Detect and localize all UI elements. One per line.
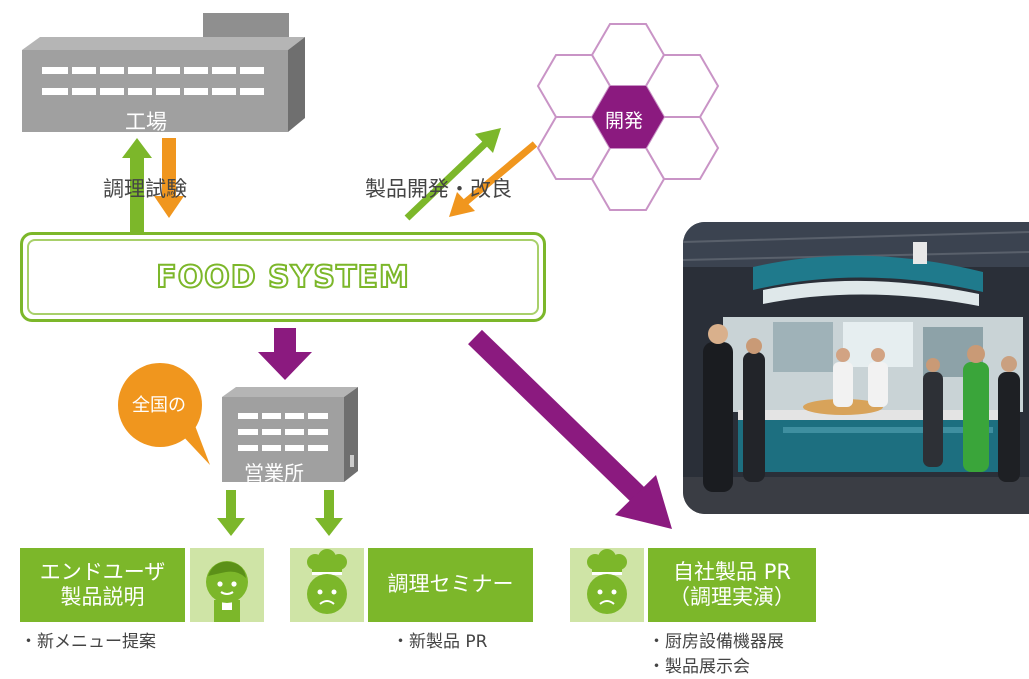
person-icon (206, 561, 248, 622)
chef-icon (307, 549, 347, 614)
pr-face-box (570, 548, 644, 622)
exhibition-photo (683, 222, 1029, 514)
chef-icon (587, 549, 627, 614)
enduser-line1: エンドユーザ (39, 559, 166, 584)
pr-line2: （調理実演） (669, 585, 795, 609)
pr-line1: 自社製品 PR (673, 559, 791, 584)
pr-notes: ・厨房設備機器展 ・製品展示会 (648, 630, 784, 679)
enduser-line2: 製品説明 (60, 585, 145, 609)
system-to-office-arrow (258, 328, 312, 380)
enduser-face-box (190, 548, 264, 622)
sales-office-label: 営業所 (244, 461, 304, 485)
enduser-note: ・新メニュー提案 (20, 632, 156, 652)
pr-note-1: ・厨房設備機器展 (648, 632, 784, 652)
food-system-box: FOOD SYSTEM (20, 232, 546, 322)
seminar-line1: 調理セミナー (387, 572, 514, 597)
seminar-note: ・新製品 PR (392, 632, 488, 652)
seminar-face-box (290, 548, 364, 622)
office-to-enduser-arrow (217, 490, 245, 536)
factory-label: 工場 (125, 110, 167, 134)
food-system-label: FOOD SYSTEM (155, 259, 410, 296)
factory-building (22, 13, 305, 132)
development-hexagons (536, 23, 720, 211)
pr-note-2: ・製品展示会 (648, 656, 750, 677)
product-development-label: 製品開発・改良 (365, 177, 512, 201)
system-to-pr-arrow (468, 329, 672, 529)
nationwide-label: 全国の (132, 395, 186, 416)
office-to-seminar-arrow (315, 490, 343, 536)
pr-card: 自社製品 PR （調理実演） (648, 548, 816, 622)
sales-office-building (222, 387, 358, 482)
factory-exchange-arrows (122, 138, 184, 233)
enduser-card: エンドユーザ 製品説明 (20, 548, 185, 622)
development-exchange-arrows (404, 128, 538, 221)
seminar-card: 調理セミナー (368, 548, 533, 622)
cooking-test-label: 調理試験 (103, 177, 187, 201)
development-label: 開発 (605, 110, 644, 132)
nationwide-bubble (118, 363, 210, 465)
